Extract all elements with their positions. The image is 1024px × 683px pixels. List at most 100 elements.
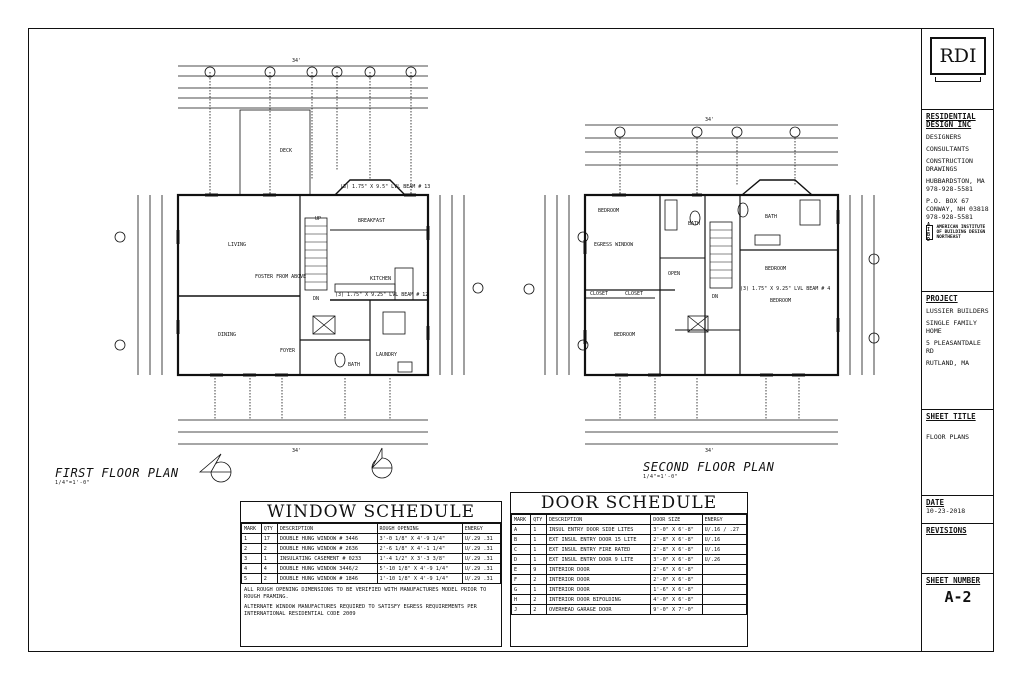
ws-cell: DOUBLE HUNG WINDOW # 1846 bbox=[276, 573, 378, 584]
ds-cell: D bbox=[510, 554, 532, 565]
ds-cell: U/.16 bbox=[701, 544, 748, 555]
ws-cell: 2 bbox=[260, 573, 278, 584]
ds-cell: U/.16 / .27 bbox=[701, 524, 748, 535]
ds-cell: EXT INSUL ENTRY FIRE RATED bbox=[546, 544, 652, 555]
ds-cell: B bbox=[510, 534, 532, 545]
project-line-4: RUTLAND, MA bbox=[926, 359, 970, 367]
company-address-1: HUBBARDSTON, MA 978-928-5581 bbox=[926, 177, 985, 193]
ds-cell: 1 bbox=[530, 544, 548, 555]
ds-cell: 9 bbox=[530, 564, 548, 575]
sf-room-closet-1: CLOSET bbox=[590, 291, 608, 297]
ws-cell: DOUBLE HUNG WINDOW # 3446 bbox=[276, 533, 378, 544]
ws-header-description: DESCRIPTION bbox=[276, 523, 378, 534]
ds-cell: INSUL ENTRY DOOR SIDE LITES bbox=[546, 524, 652, 535]
ds-cell: H bbox=[510, 594, 532, 605]
window-schedule-table: MARK QTY DESCRIPTION ROUGH OPENING ENERG… bbox=[241, 523, 502, 584]
revisions-cell: REVISIONS bbox=[922, 524, 994, 574]
ws-cell: 2 bbox=[260, 543, 278, 554]
rdi-logo: RDI bbox=[930, 37, 986, 75]
ds-header-description: DESCRIPTION bbox=[546, 514, 652, 525]
date-label: DATE bbox=[926, 498, 945, 507]
ff-beam-note-1: (3) 1.75" X 9.5" LVL BEAM # 13 bbox=[340, 184, 430, 190]
second-floor-plan-title: SECOND FLOOR PLAN 1/4"=1'-0" bbox=[643, 460, 774, 480]
ds-cell: U/.26 bbox=[701, 554, 748, 565]
ws-cell: 1 bbox=[260, 553, 278, 564]
second-floor-scale: 1/4"=1'-0" bbox=[643, 474, 679, 480]
door-schedule-title: DOOR SCHEDULE bbox=[511, 493, 747, 514]
sheet-number-cell: SHEET NUMBER A-2 bbox=[922, 574, 994, 648]
ws-cell: DOUBLE HUNG WINDOW 3446/2 bbox=[276, 563, 378, 574]
ds-header-qty: QTY bbox=[530, 514, 548, 525]
ds-cell: INTERIOR DOOR bbox=[546, 574, 652, 585]
ds-cell: J bbox=[510, 604, 532, 615]
ff-room-bath: BATH bbox=[348, 362, 360, 368]
ds-header-mark: MARK bbox=[510, 514, 532, 525]
ff-room-deck: DECK bbox=[280, 148, 292, 154]
ds-cell: 2 bbox=[530, 594, 548, 605]
sf-overall-dim: 34' bbox=[705, 117, 714, 123]
ds-cell: 2'-0" X 6'-8" bbox=[650, 574, 703, 585]
ws-cell: 1'-10 1/8" X 4'-9 1/4" bbox=[376, 573, 463, 584]
ff-foster-note: FOSTER FROM ABOVE bbox=[255, 274, 306, 280]
ff-room-foyer: FOYER bbox=[280, 348, 296, 354]
ws-header-energy: ENERGY bbox=[461, 523, 502, 534]
ws-cell: 17 bbox=[260, 533, 278, 544]
company-role-2: CONSULTANTS bbox=[926, 145, 970, 153]
sheet-title-label: SHEET TITLE bbox=[926, 412, 976, 421]
second-floor-plan bbox=[523, 124, 880, 445]
ds-cell: C bbox=[510, 544, 532, 555]
ff-overall-dim-bottom: 34' bbox=[292, 448, 301, 454]
ff-room-dining: DINING bbox=[218, 332, 236, 338]
ds-cell bbox=[701, 564, 748, 575]
ws-cell: 5'-10 1/8" X 4'-9 1/4" bbox=[376, 563, 463, 574]
ws-cell: 1 bbox=[241, 533, 262, 544]
ws-cell: 4 bbox=[241, 563, 262, 574]
ds-cell: 1 bbox=[530, 584, 548, 595]
ds-cell: EXT INSUL ENTRY DOOR 9 LITE bbox=[546, 554, 652, 565]
first-floor-scale: 1/4"=1'-0" bbox=[55, 480, 91, 486]
ff-room-laundry: LAUNDRY bbox=[376, 352, 397, 358]
company-cell: RESIDENTIAL DESIGN INC DESIGNERS CONSULT… bbox=[922, 110, 994, 292]
ds-cell: EXT INSUL ENTRY DOOR 15 LITE bbox=[546, 534, 652, 545]
project-line-2: SINGLE FAMILY HOME bbox=[926, 319, 977, 335]
project-cell: PROJECT LUSSIER BUILDERS SINGLE FAMILY H… bbox=[922, 292, 994, 410]
ws-note-1: ALL ROUGH OPENING DIMENSIONS TO BE VERIF… bbox=[244, 587, 487, 600]
ds-cell: G bbox=[510, 584, 532, 595]
sf-room-bedroom-3: BEDROOM bbox=[614, 332, 635, 338]
sf-egress-note: EGRESS WINDOW bbox=[594, 242, 634, 248]
aibd-badge: A I B D AMERICAN INSTITUTE OF BUILDING D… bbox=[926, 222, 990, 242]
window-schedule: WINDOW SCHEDULE MARK QTY DESCRIPTION ROU… bbox=[240, 501, 502, 647]
ff-room-kitchen: KITCHEN bbox=[370, 276, 391, 282]
ws-header-mark: MARK bbox=[241, 523, 262, 534]
ds-header-energy: ENERGY bbox=[701, 514, 748, 525]
company-name: RESIDENTIAL DESIGN INC bbox=[926, 112, 976, 129]
sf-beam-note: (3) 1.75" X 9.25" LVL BEAM # 4 bbox=[740, 286, 830, 292]
ds-cell: OVERHEAD GARAGE DOOR bbox=[546, 604, 652, 615]
ws-cell: 5 bbox=[241, 573, 262, 584]
ws-header-qty: QTY bbox=[260, 523, 278, 534]
ws-cell: 3'-0 1/8" X 4'-9 1/4" bbox=[376, 533, 463, 544]
sf-room-bedroom-1: BEDROOM bbox=[598, 208, 619, 214]
sheet-title-value: FLOOR PLANS bbox=[926, 433, 970, 441]
ff-beam-note-2: (3) 1.75" X 9.25" LVL BEAM # 12 bbox=[335, 292, 428, 298]
door-schedule: DOOR SCHEDULE MARK QTY DESCRIPTION DOOR … bbox=[510, 492, 748, 647]
logo-cell: RDI bbox=[922, 28, 994, 110]
first-floor-plan bbox=[114, 65, 484, 483]
sheet-title-cell: SHEET TITLE FLOOR PLANS bbox=[922, 410, 994, 496]
ff-stair-dn: DN bbox=[313, 296, 319, 302]
ds-cell bbox=[701, 604, 748, 615]
drawing-sheet-border bbox=[28, 28, 994, 652]
aibd-logo-icon: A I B D bbox=[926, 222, 934, 242]
